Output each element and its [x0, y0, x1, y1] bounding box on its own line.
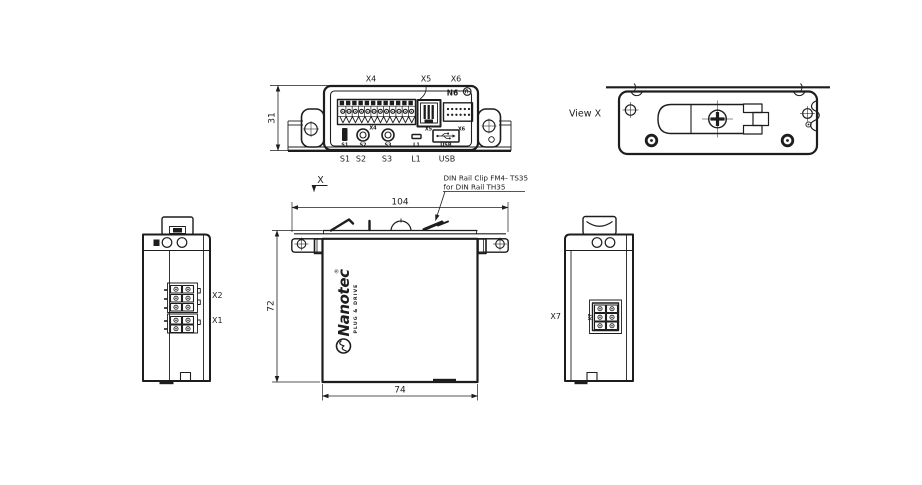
printed-x4: X4	[369, 126, 377, 132]
front-ear-right	[477, 237, 509, 255]
printed-x6: X6	[458, 127, 466, 133]
nanotec-icon	[462, 87, 472, 96]
dim-104: 104	[291, 198, 509, 232]
din-tab-right	[582, 215, 617, 236]
din-note-line2: for DIN Rail TH35	[444, 183, 506, 192]
label-l1: L1	[411, 155, 421, 164]
flange-hole-3	[591, 237, 603, 248]
view-x: View X	[569, 83, 830, 156]
label-x7: X7	[550, 312, 561, 321]
flange-hole-4	[604, 237, 616, 248]
printed-usb: USB	[440, 143, 452, 149]
side-body-outline	[142, 233, 211, 382]
usb-port[interactable]	[432, 129, 460, 143]
x7-connector[interactable]: X7	[588, 299, 622, 334]
label-s3: S3	[382, 155, 392, 164]
bottom-foot	[159, 381, 174, 385]
left-side-view: X2 X1	[142, 216, 223, 385]
s2-rotary-switch[interactable]	[356, 128, 370, 142]
dim-74: 74	[322, 384, 478, 401]
dim-72-text: 72	[267, 300, 277, 311]
s3-rotary-switch[interactable]	[381, 128, 395, 142]
printed-l1: L1	[413, 143, 420, 149]
label-usb: USB	[439, 155, 455, 164]
boss-left	[644, 133, 659, 148]
printed-x5: X5	[425, 127, 433, 133]
mounting-ear-right	[477, 108, 502, 148]
flange-hole-1	[161, 237, 173, 248]
housing-face	[329, 90, 473, 147]
front-ear-left	[291, 237, 324, 255]
x5-leader-line	[419, 85, 427, 100]
din-clip-latch	[742, 103, 770, 135]
dim-72: 72	[267, 230, 322, 383]
callout-x6: X6	[451, 75, 462, 84]
bottom-tab	[433, 378, 456, 383]
right-side-view: X7 X7	[550, 215, 634, 385]
x2-connector[interactable]	[164, 282, 201, 313]
plate-hole-left	[622, 102, 639, 118]
nanotec-logo: Nanotec ® PLUG & DRIVE	[334, 269, 359, 354]
usb-icon	[436, 132, 456, 140]
view-arrow-x: X	[311, 175, 328, 192]
bottom-notch-right	[586, 371, 598, 381]
boss-right	[780, 133, 795, 148]
callout-x5: X5	[421, 75, 432, 84]
label-x2: X2	[212, 291, 223, 300]
printed-s3: S3	[384, 143, 392, 149]
label-s1: S1	[340, 155, 350, 164]
dim-31-text: 31	[268, 112, 278, 123]
top-view: X4 X5 X6 31	[268, 75, 512, 164]
s1-switch[interactable]	[342, 128, 348, 141]
dim-104-text: 104	[391, 198, 408, 208]
nanotec-logo-icon	[335, 338, 352, 354]
bottom-foot-right	[574, 381, 588, 385]
x6-connector: X6	[442, 102, 474, 133]
label-s2: S2	[356, 155, 366, 164]
bottom-plate-outline	[617, 90, 819, 156]
view-x-title: View X	[569, 109, 602, 120]
housing-outline	[322, 84, 480, 152]
label-x1: X1	[212, 316, 223, 325]
bottom-notch	[179, 371, 192, 381]
printed-s1: S1	[341, 143, 349, 149]
front-body-outline	[321, 237, 479, 384]
logo-registered-mark: ®	[334, 269, 341, 275]
logo-brand-text: Nanotec	[335, 269, 353, 337]
x4-terminal-block: X4	[336, 98, 417, 132]
din-note-line1: DIN Rail Clip FM4- TS35	[444, 174, 529, 183]
front-view: X DIN Rail Clip FM4- TS35 for DIN Rail T…	[267, 174, 529, 401]
din-clip-spring	[329, 218, 449, 232]
printed-x7: X7	[588, 314, 594, 321]
side-body-outline-right	[564, 233, 634, 382]
view-arrow-label: X	[317, 175, 324, 186]
flange-stud	[153, 239, 160, 246]
din-clip-slot	[657, 103, 743, 135]
device-marking-n6: N6	[447, 89, 459, 98]
x1-connector[interactable]	[164, 313, 201, 334]
printed-s2: S2	[359, 143, 367, 149]
dim-74-text: 74	[394, 386, 406, 396]
callout-x4: X4	[366, 75, 377, 84]
din-tab	[161, 216, 194, 236]
mounting-ear-left	[300, 108, 325, 148]
plate-hole-right	[800, 99, 820, 132]
l1-led	[411, 133, 422, 140]
din-note: DIN Rail Clip FM4- TS35 for DIN Rail TH3…	[435, 174, 529, 221]
flange-hole-2	[176, 237, 188, 248]
logo-tagline: PLUG & DRIVE	[353, 284, 359, 334]
x5-connector: X5	[416, 99, 442, 133]
din-clip-screw[interactable]	[702, 100, 733, 138]
